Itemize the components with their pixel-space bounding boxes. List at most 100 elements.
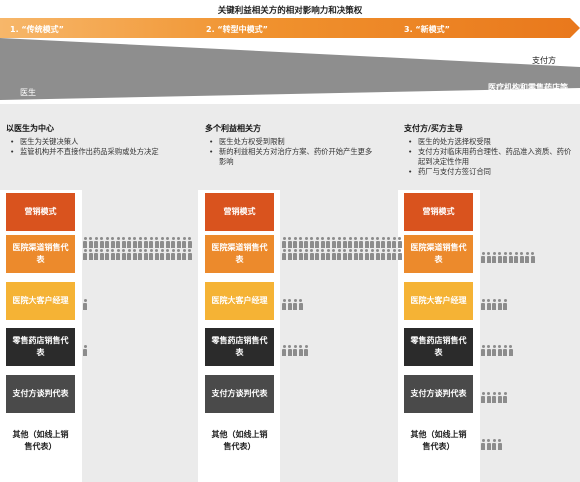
person-icon	[116, 249, 120, 260]
person-icon	[94, 249, 98, 260]
person-icon	[392, 237, 396, 248]
person-icon	[331, 249, 336, 260]
person-icon	[386, 237, 391, 248]
column-2-heading: 多个利益相关方	[205, 124, 261, 133]
person-icon	[282, 345, 286, 356]
person-icon	[143, 237, 148, 248]
person-icon	[138, 237, 142, 248]
role-box: 医院渠道销售代表	[404, 235, 473, 273]
person-icon	[326, 237, 330, 248]
person-icon	[83, 345, 87, 356]
person-icon	[121, 237, 126, 248]
role-box: 营销模式	[205, 193, 274, 231]
person-icon	[304, 249, 308, 260]
person-icon	[342, 249, 347, 260]
person-icon	[370, 237, 374, 248]
bullet: 医生为关键决策人	[10, 137, 190, 147]
person-icon	[370, 249, 374, 260]
person-icon	[149, 249, 153, 260]
doctor-label: 医生	[20, 88, 36, 97]
person-icon	[110, 237, 115, 248]
role-box: 其他（如线上销售代表）	[6, 422, 75, 460]
person-icon	[486, 392, 491, 403]
person-icon	[293, 345, 297, 356]
bullet: 医生处方权受到限制	[209, 137, 379, 147]
person-icon	[492, 299, 496, 310]
person-icon	[138, 249, 142, 260]
person-icon	[110, 249, 115, 260]
person-icon	[99, 237, 104, 248]
person-icon	[132, 237, 137, 248]
person-icon	[293, 249, 297, 260]
role-box: 零售药店销售代表	[205, 328, 274, 366]
person-icon	[287, 345, 292, 356]
person-icon	[364, 237, 369, 248]
person-icon	[331, 237, 336, 248]
person-icon	[392, 249, 396, 260]
person-icon	[293, 299, 297, 310]
person-icon	[83, 249, 87, 260]
person-icon	[481, 252, 485, 263]
person-icon	[514, 252, 518, 263]
person-icon	[492, 392, 496, 403]
person-icon	[176, 237, 181, 248]
person-icon	[519, 252, 524, 263]
person-icon	[503, 345, 507, 356]
person-icon	[481, 345, 485, 356]
person-icon	[492, 252, 496, 263]
role-box: 零售药店销售代表	[404, 328, 473, 366]
person-icon	[481, 392, 485, 403]
person-icon	[182, 249, 186, 260]
person-icon	[165, 249, 170, 260]
person-icon	[298, 345, 303, 356]
person-icon	[149, 237, 153, 248]
person-icon	[154, 249, 159, 260]
role-box: 医院大客户经理	[6, 282, 75, 320]
person-icon	[315, 237, 319, 248]
person-icon	[187, 237, 192, 248]
person-icon	[171, 237, 175, 248]
person-icon	[375, 249, 380, 260]
person-icon	[320, 249, 325, 260]
person-icon	[160, 237, 164, 248]
person-icon	[127, 237, 131, 248]
bullet: 监管机构并不直接作出药品采购或处方决定	[10, 147, 190, 157]
column-2-bullets: 医生处方权受到限制 新的利益相关方对治疗方案、药价开始产生更多影响	[209, 137, 379, 167]
stage-2-label: 2. “转型中模式”	[206, 25, 268, 34]
person-icon	[88, 237, 93, 248]
role-box: 营销模式	[404, 193, 473, 231]
person-icon	[497, 252, 502, 263]
person-icon	[171, 249, 175, 260]
person-icon	[309, 237, 314, 248]
bullet: 药厂与支付方签订合同	[408, 167, 576, 177]
role-box: 支付方谈判代表	[6, 375, 75, 413]
person-icon	[315, 249, 319, 260]
role-box: 医院大客户经理	[404, 282, 473, 320]
person-icon	[176, 249, 181, 260]
person-icon	[88, 249, 93, 260]
person-icon	[486, 299, 491, 310]
person-icon	[397, 249, 402, 260]
person-icon	[381, 249, 385, 260]
person-icon	[492, 345, 496, 356]
person-icon	[508, 345, 513, 356]
person-icon	[304, 237, 308, 248]
person-icon	[160, 249, 164, 260]
person-icon	[121, 249, 126, 260]
role-box: 医院渠道销售代表	[6, 235, 75, 273]
person-icon	[165, 237, 170, 248]
column-1-heading: 以医生为中心	[6, 124, 54, 133]
person-icon	[353, 249, 358, 260]
column-1-bullets: 医生为关键决策人 监管机构并不直接作出药品采购或处方决定	[10, 137, 190, 157]
institution-label: 医疗机构和零售药店等	[488, 83, 568, 92]
person-icon	[337, 249, 341, 260]
person-icon	[309, 249, 314, 260]
diagram-title: 关键利益相关方的相对影响力和决策权	[217, 6, 363, 16]
person-icon	[497, 299, 502, 310]
person-icon	[282, 237, 286, 248]
person-icon	[497, 392, 502, 403]
role-box: 支付方谈判代表	[404, 375, 473, 413]
person-icon	[282, 299, 286, 310]
person-icon	[486, 345, 491, 356]
person-icon	[116, 237, 120, 248]
